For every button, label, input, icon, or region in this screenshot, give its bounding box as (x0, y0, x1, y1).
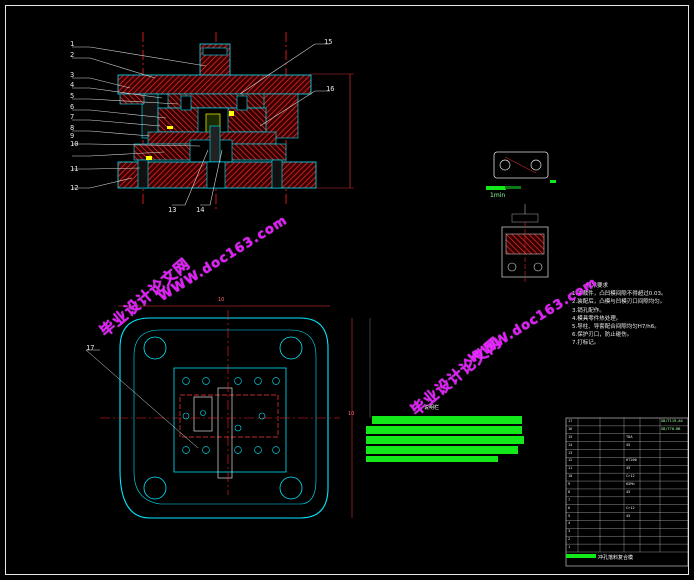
parts-list-cell: 11 (568, 466, 573, 471)
parts-list-cell: 65Mn (626, 482, 635, 487)
drawing-name: 冲孔落料复合模 (598, 555, 634, 561)
green-bar-2 (366, 426, 522, 434)
part-number-9: 9 (70, 132, 75, 140)
parts-list-cell: Cr12 (626, 474, 635, 479)
plan-dimension-right: 10 (348, 411, 355, 417)
part-number-2: 2 (70, 51, 75, 59)
parts-list-cell: 14 (568, 442, 573, 447)
parts-list-cell: Cr12 (626, 505, 635, 510)
part-number-11: 11 (70, 165, 79, 173)
title-block-green-mark (566, 554, 596, 558)
green-bar-1 (372, 416, 522, 424)
parts-list-cell: 17 (568, 419, 573, 423)
part-number-10: 10 (70, 140, 79, 148)
tech-note-4: 4.模具零件热处理。 (572, 315, 622, 322)
parts-list-cell: 1 (568, 545, 571, 550)
part-number-17: 17 (86, 344, 95, 352)
part-number-7: 7 (70, 113, 75, 121)
parts-list-cell: 9 (568, 482, 571, 487)
parts-list-cell: HT200 (626, 458, 637, 463)
green-bar-5 (366, 456, 498, 462)
green-bar-3 (366, 436, 524, 444)
parts-list-cell: T8A (626, 434, 633, 439)
tech-note-1: 1.冲裁件，凸凹模间隙不得超过0.03。 (572, 291, 667, 298)
parts-list-cell: GB/T70-M8 (661, 426, 681, 431)
part-number-12: 12 (70, 184, 79, 192)
tech-note-6: 6.保护刃口，防止碰伤。 (572, 332, 633, 339)
center-label: 说明栏 (424, 405, 440, 411)
detail-scale-label: 1min (490, 192, 506, 199)
parts-list-cell: 3 (568, 529, 571, 534)
drawing-border (5, 5, 689, 575)
part-number-1: 1 (70, 40, 75, 48)
technical-requirements: 技术要求 1.冲裁件，凸凹模间隙不得超过0.03。 2.装配后，凸模与凹模刃口间… (572, 282, 667, 348)
parts-list-cell: 5 (568, 513, 571, 518)
technical-requirements-title: 技术要求 (586, 283, 609, 289)
part-number-5: 5 (70, 92, 75, 100)
parts-list-cell: GB/T119-A6 (661, 419, 683, 423)
parts-list-cell: 45 (626, 466, 631, 471)
parts-list-cell: 7 (568, 497, 571, 502)
parts-list-cell: 45 (626, 513, 631, 518)
tech-note-2: 2.装配后，凸模与凹模刃口间隙均匀。 (572, 299, 666, 306)
green-bar-4 (366, 446, 518, 454)
parts-list-cell: 10 (568, 474, 573, 479)
parts-list-cell: 15 (568, 434, 573, 439)
tech-note-5: 5.导柱、导套配合间隙均匀H7/h6。 (572, 324, 660, 331)
parts-list-cell: 45 (626, 442, 631, 447)
part-number-16: 16 (326, 85, 335, 93)
tech-note-3: 3.销孔配作。 (572, 307, 605, 314)
part-number-13: 13 (168, 206, 177, 214)
tech-note-7: 7.打标记。 (572, 340, 600, 347)
part-number-6: 6 (70, 103, 75, 111)
part-number-15: 15 (324, 38, 333, 46)
part-number-4: 4 (70, 81, 75, 89)
parts-list-cell: 16 (568, 426, 573, 431)
parts-list-cell: 2 (568, 537, 571, 542)
parts-list-cell: 13 (568, 450, 573, 455)
part-number-14: 14 (196, 206, 205, 214)
parts-list-cell: 45 (626, 489, 631, 494)
parts-list-cell: 8 (568, 489, 571, 494)
part-number-3: 3 (70, 71, 75, 79)
parts-list-cell: 4 (568, 521, 571, 526)
parts-list-cell: 6 (568, 505, 571, 510)
parts-list-cell: 12 (568, 458, 573, 463)
plan-dimension-top: 10 (218, 297, 225, 303)
parts-list-border (565, 417, 689, 567)
part-number-8: 8 (70, 124, 75, 132)
